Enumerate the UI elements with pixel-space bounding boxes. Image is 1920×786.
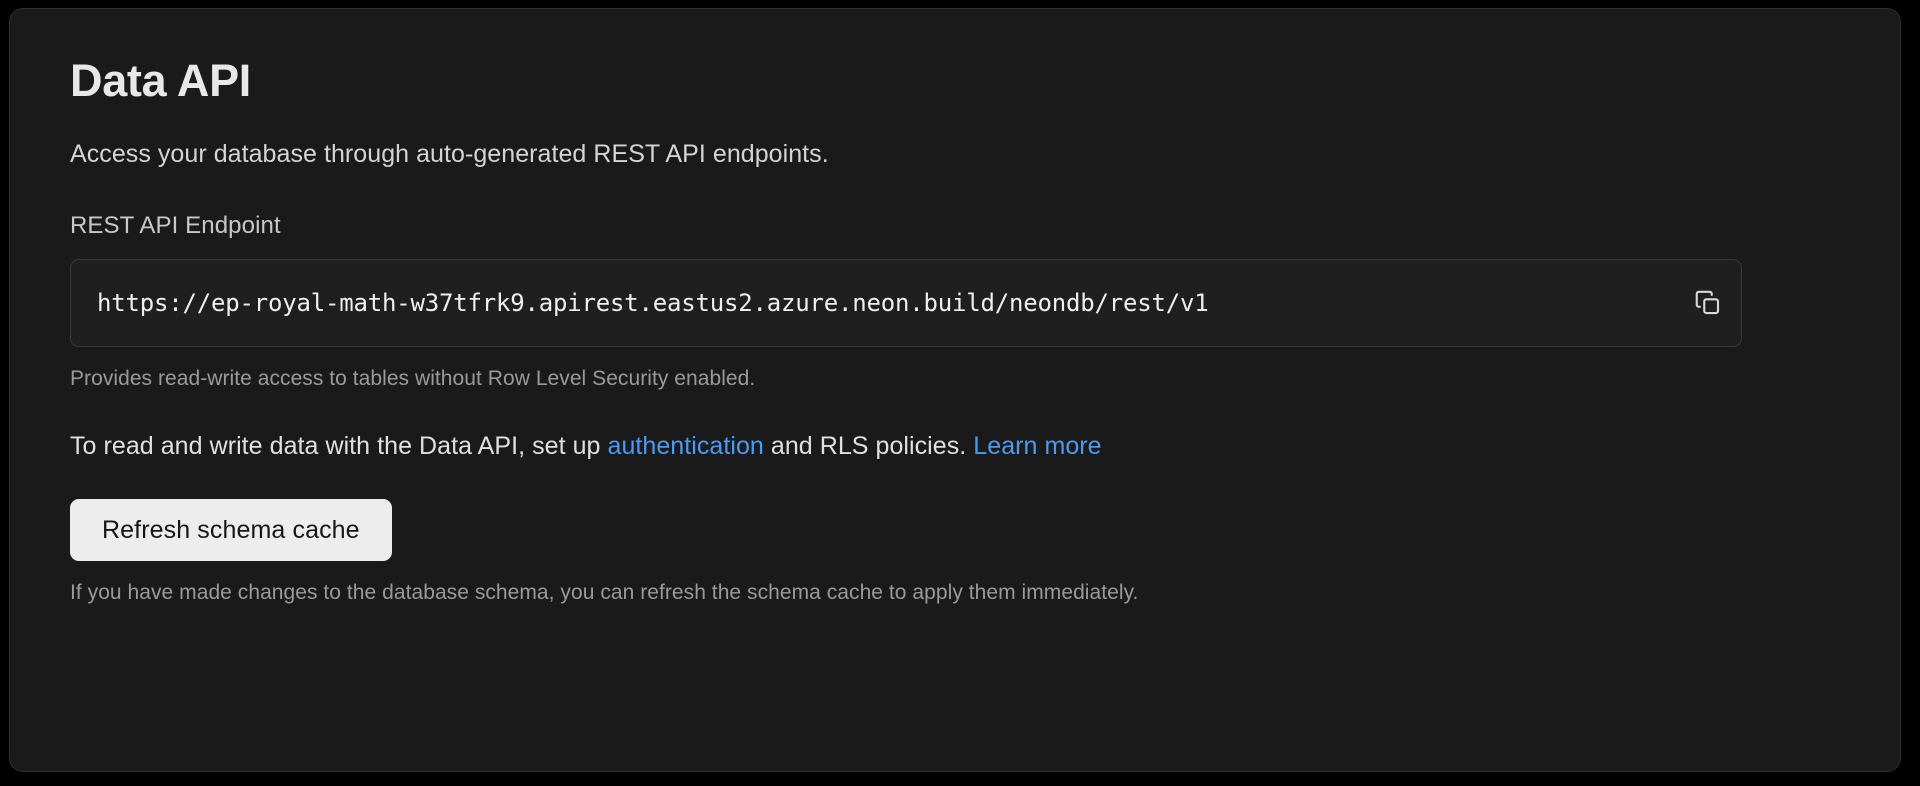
learn-more-link[interactable]: Learn more (973, 432, 1102, 461)
rest-api-endpoint-field: REST API Endpoint Provides read-write ac… (70, 169, 1840, 391)
copy-endpoint-button[interactable] (1675, 260, 1741, 346)
data-api-card: Data API Access your database through au… (9, 8, 1901, 772)
copy-icon (1693, 288, 1723, 318)
refresh-schema-cache-button[interactable]: Refresh schema cache (70, 499, 392, 562)
page-description: Access your database through auto-genera… (70, 140, 829, 169)
endpoint-input-row (70, 259, 1742, 348)
endpoint-url-input[interactable] (71, 288, 1675, 318)
refresh-schema-cache-hint: If you have made changes to the database… (70, 581, 1139, 605)
info-paragraph: To read and write data with the Data API… (70, 391, 1840, 461)
rest-api-endpoint-label: REST API Endpoint (70, 212, 281, 240)
endpoint-hint-text: Provides read-write access to tables wit… (70, 367, 756, 391)
card-content: Data API Access your database through au… (10, 9, 1900, 605)
refresh-action-row: Refresh schema cache If you have made ch… (70, 461, 1840, 605)
info-paragraph-lead: To read and write data with the Data API… (70, 432, 608, 461)
page-title: Data API (70, 55, 251, 106)
authentication-link[interactable]: authentication (607, 432, 764, 461)
info-paragraph-middle: and RLS policies. (763, 432, 974, 461)
